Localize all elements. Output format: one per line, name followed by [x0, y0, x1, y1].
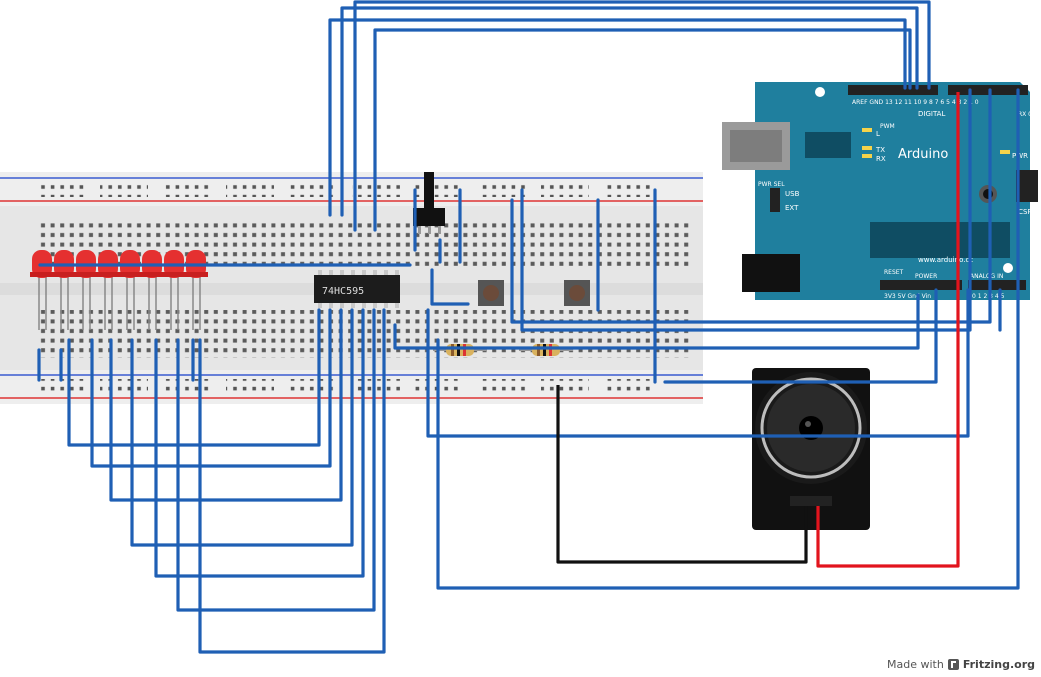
tx-label: TX [875, 146, 885, 154]
pwr-sel-label: PWR SEL [758, 181, 785, 188]
icsp-label: ICSP [1016, 208, 1032, 216]
icsp-header [1016, 170, 1038, 202]
usb-label: USB [785, 190, 800, 198]
ext-label: EXT [785, 204, 799, 212]
push-button [564, 280, 590, 306]
top-power-rail [38, 183, 652, 197]
rx0-label: RX 0 [1018, 111, 1032, 118]
made-with-text: Made with [886, 658, 944, 671]
potentiometer [413, 172, 445, 234]
analog-header [968, 280, 1026, 290]
digital-header [848, 85, 938, 95]
analog-label: ANALOG IN [970, 273, 1003, 280]
analog-pin-labels: 0 1 2 3 4 5 [972, 293, 1005, 300]
header-pin-labels: AREF GND 13 12 11 10 9 8 7 6 5 4 3 2 1 0 [852, 99, 979, 106]
power-label: POWER [915, 273, 937, 280]
reset-label: RESET [884, 269, 904, 276]
power-pin-labels: 3V3 5V Gnd Vin [884, 293, 931, 300]
arduino-url: www.arduino.cc [918, 256, 973, 264]
pwm-label: PWM [880, 123, 895, 130]
power-jack [742, 254, 800, 292]
shift-register-ic: 74HC595 [314, 270, 400, 308]
rx-label: RX [876, 155, 886, 163]
wiring [37, 0, 1020, 654]
fritzing-logo-icon [947, 659, 959, 670]
arduino-brand: Arduino [898, 147, 948, 162]
fritzing-brand[interactable]: Fritzing.org [962, 658, 1035, 671]
pwr-label: PWR [1012, 152, 1028, 160]
microcontroller [870, 222, 1010, 258]
arduino-board: Arduino www.arduino.cc AREF GND 13 12 11… [722, 82, 1038, 300]
l-label: L [876, 130, 880, 138]
power-header [880, 280, 962, 290]
fritzing-credit: Made with Fritzing.org [887, 658, 1035, 671]
ic-label: 74HC595 [322, 286, 364, 297]
speaker [752, 368, 870, 530]
digital-label: DIGITAL [918, 110, 945, 118]
push-button [478, 280, 504, 306]
